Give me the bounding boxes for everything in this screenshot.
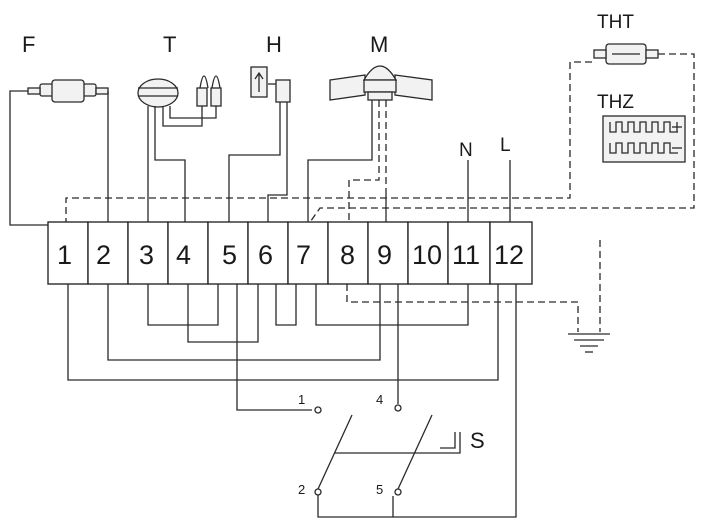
label-motor: M bbox=[370, 32, 388, 57]
label-switch: S bbox=[470, 428, 485, 453]
terminal-label-7: 7 bbox=[296, 240, 311, 270]
switch-contact-2: 2 bbox=[298, 482, 305, 497]
terminal-label-8: 8 bbox=[340, 240, 355, 270]
ground-icon bbox=[568, 333, 610, 353]
switch-contact-1: 1 bbox=[298, 392, 305, 407]
label-tht: THT bbox=[597, 12, 634, 33]
terminal-label-6: 6 bbox=[258, 240, 273, 270]
fan-component bbox=[9, 79, 109, 226]
bridge-3-5 bbox=[147, 284, 219, 326]
terminal-label-11: 11 bbox=[452, 240, 480, 270]
terminal-label-12: 12 bbox=[494, 240, 524, 270]
bridge-6-7 bbox=[275, 284, 297, 326]
label-neutral: N bbox=[459, 140, 473, 161]
motor-component bbox=[307, 65, 433, 225]
label-thermostat: T bbox=[163, 32, 176, 57]
terminal-label-3: 3 bbox=[139, 240, 154, 270]
wire-5-switch bbox=[236, 284, 312, 411]
label-thz: THZ bbox=[597, 92, 634, 113]
terminal-label-1: 1 bbox=[57, 240, 72, 270]
switch-s bbox=[314, 404, 461, 518]
switch-contact-5: 5 bbox=[376, 482, 383, 497]
terminal-label-2: 2 bbox=[96, 240, 111, 270]
tht-component bbox=[593, 43, 659, 65]
terminal-block: 1 2 3 4 5 6 7 8 9 10 11 12 bbox=[47, 221, 533, 285]
wire-2-9 bbox=[107, 284, 381, 361]
bridge-7-11 bbox=[315, 284, 469, 326]
thz-component bbox=[602, 115, 686, 163]
terminal-label-9: 9 bbox=[377, 240, 392, 270]
hygrostat-component bbox=[228, 66, 291, 225]
terminal-label-10: 10 bbox=[412, 240, 442, 270]
dashed-wire-tht bbox=[65, 61, 594, 225]
thermostat-component bbox=[137, 75, 222, 225]
switch-contact-4: 4 bbox=[376, 392, 383, 407]
wire-1-12 bbox=[67, 284, 499, 381]
dashed-wire-thz bbox=[307, 53, 695, 226]
earth-wire bbox=[346, 284, 579, 332]
terminal-label-4: 4 bbox=[176, 240, 191, 270]
wire-12-switch bbox=[392, 284, 517, 518]
label-hygrostat: H bbox=[266, 32, 282, 57]
terminal-label-5: 5 bbox=[222, 240, 237, 270]
bridge-4-6 bbox=[187, 284, 259, 343]
label-live: L bbox=[500, 135, 511, 156]
label-fan: F bbox=[22, 32, 35, 57]
